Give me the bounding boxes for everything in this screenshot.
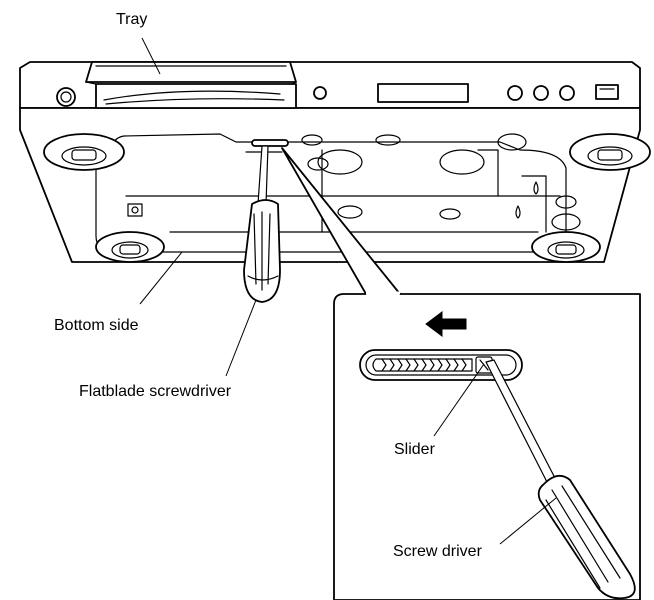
device-feet xyxy=(43,133,651,263)
direction-arrow-icon xyxy=(425,311,467,337)
flatblade-screwdriver-drawing xyxy=(243,145,281,303)
label-screw-driver: Screw driver xyxy=(393,543,483,560)
label-bottom-side: Bottom side xyxy=(54,317,139,334)
foot-front-left xyxy=(95,231,165,263)
foot-back-right xyxy=(569,133,651,171)
foot-front-right xyxy=(531,231,601,263)
leader-lines xyxy=(139,37,557,545)
screw-driver-inset-drawing xyxy=(485,359,636,600)
release-slot xyxy=(245,139,289,153)
label-tray: Tray xyxy=(116,11,147,28)
foot-back-left xyxy=(43,133,125,171)
label-flatblade-screwdriver: Flatblade screwdriver xyxy=(79,383,232,400)
disc-tray xyxy=(85,61,297,109)
slider-detail xyxy=(359,311,523,381)
front-panel-controls xyxy=(56,83,619,107)
label-slider: Slider xyxy=(394,441,436,458)
